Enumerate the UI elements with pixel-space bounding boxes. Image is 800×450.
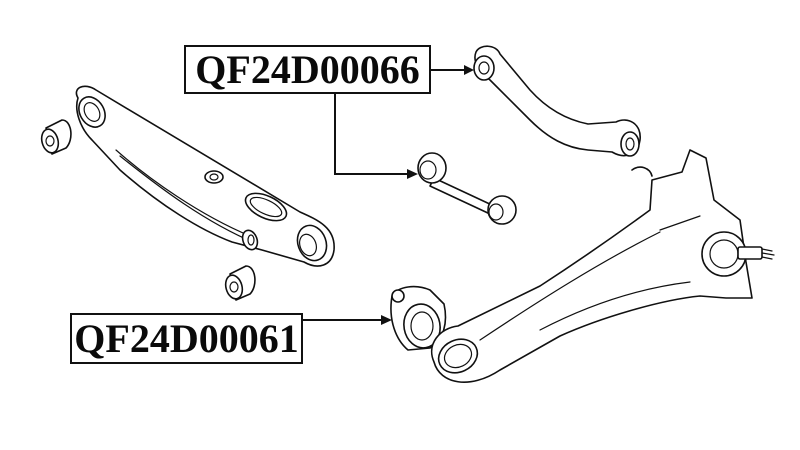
leader-lines <box>303 65 474 325</box>
upper-control-arm <box>473 45 641 157</box>
lower-arm-bushing-bottom <box>224 265 256 301</box>
lateral-link <box>417 152 517 225</box>
lower-arm-bushing-left <box>40 119 72 155</box>
part-number-text: QF24D00066 <box>195 46 420 92</box>
part-number-label-bottom: QF24D00061 <box>70 313 303 364</box>
part-number-text: QF24D00061 <box>74 315 299 361</box>
trailing-arm <box>431 149 775 383</box>
part-number-label-top: QF24D00066 <box>184 45 431 94</box>
lower-control-arm <box>75 85 335 267</box>
trailing-arm-bushing <box>390 285 447 351</box>
